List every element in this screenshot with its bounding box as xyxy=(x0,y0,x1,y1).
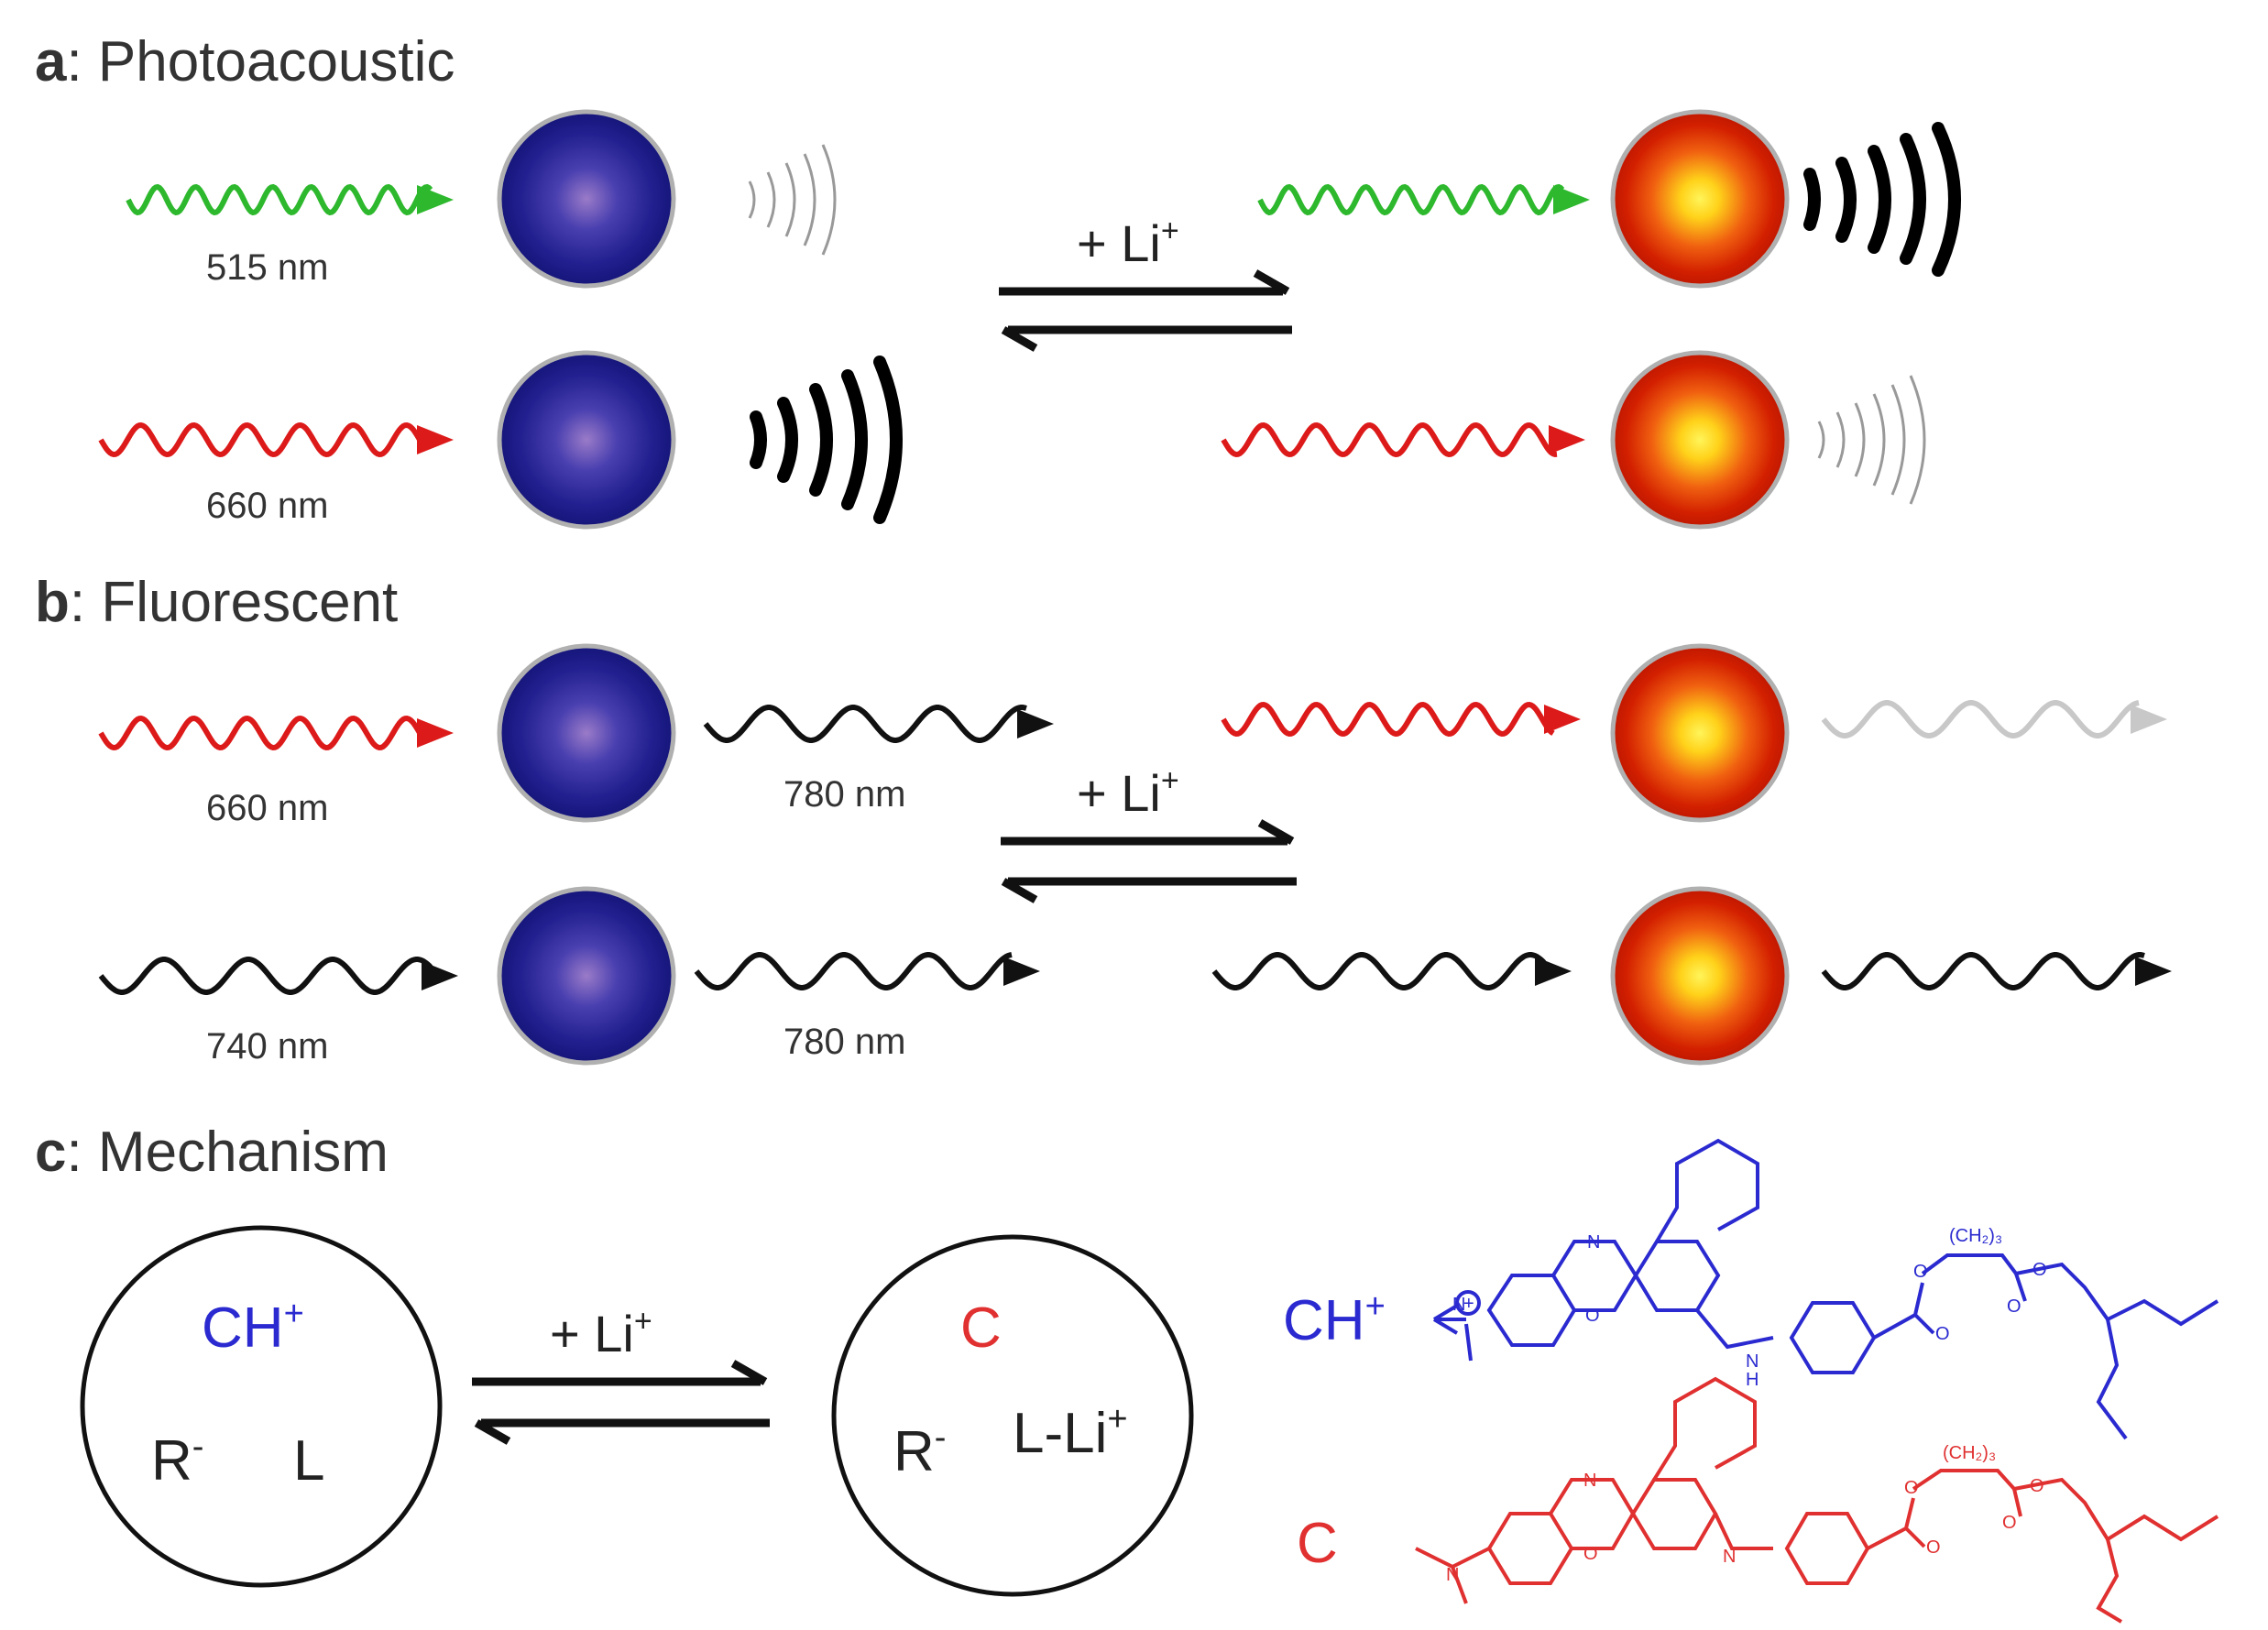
b-top-emission-wave xyxy=(703,705,1054,743)
structure-label-c: C xyxy=(1297,1512,1338,1575)
b-bottom-left-wave-black xyxy=(98,957,458,995)
a-top-right-wave-green xyxy=(1257,183,1590,216)
section-a-title: a: Photoacoustic xyxy=(35,30,455,93)
structure-atoms-ch-plus: N + N O N H O O (CH₂)₃ O O xyxy=(1452,1226,2047,1390)
equilibrium-label: + Li+ xyxy=(550,1304,652,1362)
svg-text:N: N xyxy=(1587,1232,1600,1253)
strong-sound-wave-icon xyxy=(1803,122,1961,277)
b-bottom-right-emission xyxy=(1821,952,2172,990)
equilibrium-arrows xyxy=(472,1360,770,1445)
anion-r-minus: R- xyxy=(151,1428,203,1493)
particle-outline-deprotonated xyxy=(831,1234,1194,1597)
species-c: C xyxy=(960,1296,1002,1360)
blue-nanoparticle xyxy=(497,643,676,823)
svg-text:N: N xyxy=(1583,1471,1596,1491)
b-top-left-wave-red xyxy=(98,715,454,751)
b-top-right-emission-faint xyxy=(1821,700,2167,738)
svg-text:O: O xyxy=(1904,1478,1919,1498)
blue-nanoparticle xyxy=(497,886,676,1066)
svg-text:O: O xyxy=(2030,1476,2044,1496)
equilibrium-arrows xyxy=(1001,819,1297,903)
weak-sound-wave-icon xyxy=(1817,375,1926,505)
section-c-title: c: Mechanism xyxy=(35,1121,389,1184)
svg-text:(CH₂)₃: (CH₂)₃ xyxy=(1949,1226,2002,1246)
a-top-left-wave-green xyxy=(126,183,454,216)
wavelength-label-780: 780 nm xyxy=(783,774,905,815)
particle-outline-protonated xyxy=(80,1225,443,1588)
svg-text:O: O xyxy=(2002,1513,2017,1533)
svg-text:O: O xyxy=(1583,1544,1598,1564)
svg-text:H: H xyxy=(1746,1370,1759,1390)
wavelength-label-660: 660 nm xyxy=(206,486,328,526)
a-bottom-left-wave-red xyxy=(98,421,454,458)
svg-text:O: O xyxy=(2032,1260,2047,1280)
red-nanoparticle xyxy=(1610,350,1790,530)
wavelength-label-515: 515 nm xyxy=(206,247,328,288)
equilibrium-label: + Li+ xyxy=(1077,213,1179,272)
structure-label-ch-plus: CH+ xyxy=(1283,1287,1386,1352)
wavelength-label-740: 740 nm xyxy=(206,1026,328,1067)
svg-text:N: N xyxy=(1746,1351,1759,1372)
svg-text:N: N xyxy=(1723,1547,1736,1567)
wavelength-label-660: 660 nm xyxy=(206,788,328,828)
svg-text:(CH₂)₃: (CH₂)₃ xyxy=(1943,1443,1996,1463)
blue-nanoparticle xyxy=(497,109,676,289)
section-b-title: b: Fluorescent xyxy=(35,571,398,634)
svg-text:O: O xyxy=(1926,1537,1941,1558)
red-nanoparticle xyxy=(1610,886,1790,1066)
b-bottom-emission-wave xyxy=(694,952,1040,990)
svg-text:N: N xyxy=(1452,1295,1465,1315)
b-top-right-wave-red xyxy=(1221,701,1581,738)
strong-sound-wave-icon xyxy=(750,356,903,524)
svg-text:O: O xyxy=(1913,1262,1928,1282)
svg-text:N: N xyxy=(1446,1565,1459,1585)
svg-text:O: O xyxy=(2007,1296,2021,1317)
svg-text:+: + xyxy=(1463,1294,1474,1314)
chromoionophore-c-structure xyxy=(1415,1376,2219,1624)
ligand-l: L xyxy=(293,1429,324,1493)
red-nanoparticle xyxy=(1610,109,1790,289)
weak-sound-wave-icon xyxy=(748,144,837,256)
anion-r-minus: R- xyxy=(893,1418,946,1483)
wavelength-label-780: 780 nm xyxy=(783,1022,905,1062)
a-bottom-right-wave-red xyxy=(1221,421,1585,458)
structure-atoms-c: N N O N O O (CH₂)₃ O O xyxy=(1446,1443,2044,1585)
blue-nanoparticle xyxy=(497,350,676,530)
chromoionophore-ch-plus-structure xyxy=(1432,1138,2219,1440)
species-ch-plus: CH+ xyxy=(202,1295,304,1360)
complex-l-li-plus: L-Li+ xyxy=(1013,1400,1128,1465)
equilibrium-arrows xyxy=(999,269,1292,352)
svg-text:O: O xyxy=(1585,1306,1600,1326)
equilibrium-label: + Li+ xyxy=(1077,763,1179,822)
b-bottom-right-wave-black xyxy=(1211,952,1572,990)
svg-text:O: O xyxy=(1935,1324,1950,1344)
red-nanoparticle xyxy=(1610,643,1790,823)
